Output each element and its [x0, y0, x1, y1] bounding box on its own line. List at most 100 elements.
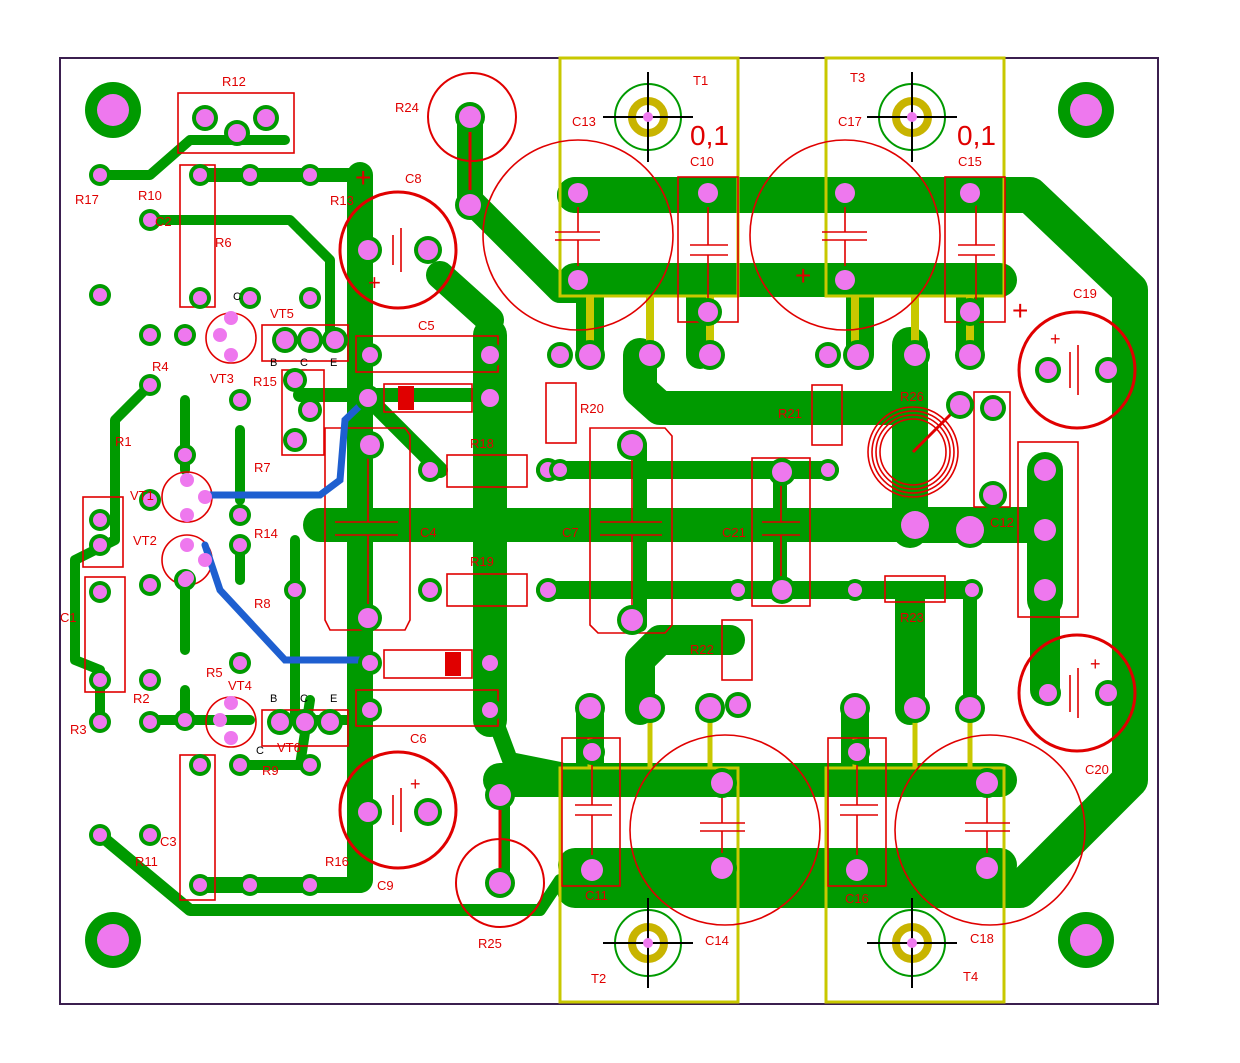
transistor-pad	[180, 571, 194, 585]
pin-label: C	[300, 693, 308, 705]
label-r26: R26	[900, 389, 924, 404]
label-r16: R16	[325, 854, 349, 869]
label-c5: C5	[418, 318, 435, 333]
pad	[193, 758, 207, 772]
pad	[482, 655, 498, 671]
pad	[731, 583, 745, 597]
label-r8: R8	[254, 596, 271, 611]
pad	[303, 291, 317, 305]
pad	[233, 538, 247, 552]
polarity-plus: +	[795, 260, 811, 291]
pad	[287, 372, 303, 388]
pad	[711, 857, 733, 879]
transistor-pad	[224, 696, 238, 710]
pad	[848, 743, 866, 761]
diode-band	[398, 386, 414, 410]
pad	[904, 344, 926, 366]
pad	[362, 347, 378, 363]
label-r12: R12	[222, 74, 246, 89]
pad	[960, 183, 980, 203]
transistor-pad	[180, 473, 194, 487]
pad	[959, 344, 981, 366]
label-t3: T3	[850, 70, 865, 85]
transistor-pad	[198, 490, 212, 504]
pad	[844, 697, 866, 719]
pad	[481, 389, 499, 407]
label-r21: R21	[778, 406, 802, 421]
label-vt5: VT5	[270, 306, 294, 321]
mounting-hole-center	[97, 94, 129, 126]
pad	[93, 585, 107, 599]
pad	[358, 240, 378, 260]
pad	[583, 743, 601, 761]
pad	[482, 702, 498, 718]
label-c4: C4	[420, 525, 437, 540]
pad	[178, 713, 192, 727]
pad	[243, 291, 257, 305]
label-c14: C14	[705, 933, 729, 948]
pad	[1034, 459, 1056, 481]
transistor-pad	[224, 311, 238, 325]
label-r23: R23	[900, 610, 924, 625]
label-c6: C6	[410, 731, 427, 746]
label-c3: C3	[160, 834, 177, 849]
pad	[302, 402, 318, 418]
pad	[1039, 684, 1057, 702]
label-vt6: VT6	[277, 740, 301, 755]
pad	[819, 346, 837, 364]
label-t1: T1	[693, 73, 708, 88]
label-r5: R5	[206, 665, 223, 680]
pad	[362, 702, 378, 718]
pad	[93, 828, 107, 842]
pad	[360, 435, 380, 455]
label-r17: R17	[75, 192, 99, 207]
pad	[481, 346, 499, 364]
pad	[193, 878, 207, 892]
label-c1: C1	[60, 610, 77, 625]
pad	[568, 183, 588, 203]
polarity-plus: +	[1090, 654, 1101, 674]
pad	[711, 772, 733, 794]
pad	[579, 344, 601, 366]
pad	[772, 462, 792, 482]
pin-label: E	[330, 693, 337, 705]
pin-label: E	[330, 357, 337, 369]
pad	[568, 270, 588, 290]
pad	[581, 859, 603, 881]
pad	[551, 346, 569, 364]
pad	[362, 655, 378, 671]
label-r18: R18	[470, 436, 494, 451]
polarity-plus: +	[355, 162, 371, 193]
pad	[93, 715, 107, 729]
pad	[835, 270, 855, 290]
pad	[621, 434, 643, 456]
mounting-holes	[85, 82, 1114, 968]
pad	[459, 194, 481, 216]
label-c11: C11	[585, 888, 608, 903]
pad	[243, 878, 257, 892]
label-c12: C12	[990, 515, 1014, 530]
pad	[901, 511, 929, 539]
wire-jumpers	[201, 394, 374, 664]
transistor-pad	[180, 538, 194, 552]
pad	[489, 784, 511, 806]
pad	[326, 331, 344, 349]
pad	[233, 393, 247, 407]
pad	[540, 582, 556, 598]
pad	[821, 463, 835, 477]
cap-value-label: 0,1	[690, 120, 729, 151]
transistor-pad	[224, 348, 238, 362]
mount-drill	[907, 112, 917, 122]
pad	[729, 696, 747, 714]
transistor-pad	[213, 328, 227, 342]
pad	[418, 240, 438, 260]
diode-band	[445, 652, 461, 676]
label-r11: R11	[135, 854, 158, 869]
label-c13: C13	[572, 114, 596, 129]
mounting-hole-center	[1070, 94, 1102, 126]
pad	[193, 291, 207, 305]
pad	[621, 609, 643, 631]
label-vt2: VT2	[133, 533, 157, 548]
